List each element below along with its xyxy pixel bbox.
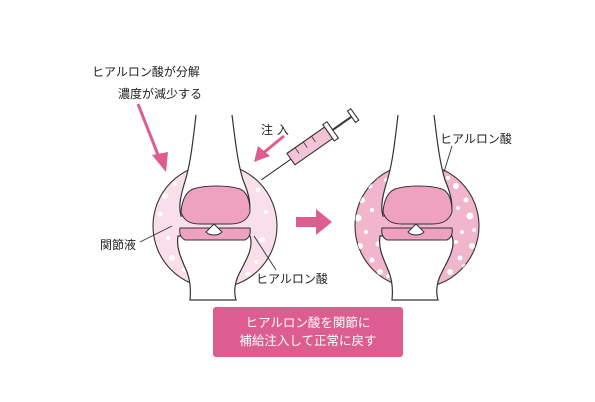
hyaluronic-pointer-right [443, 145, 453, 173]
label-injection: 注 入 [261, 123, 289, 137]
right-cartilage-upper [382, 185, 453, 225]
left-sparse-hyaluronic-dots [157, 182, 268, 277]
label-hyaluronic-right: ヒアルロン酸 [440, 132, 512, 146]
left-cartilage-upper [180, 185, 251, 225]
caption-line1: ヒアルロン酸を関節に [245, 315, 371, 330]
right-tibia-bone [378, 235, 454, 301]
label-decrease-line2: 濃度が減少する [118, 87, 203, 101]
label-joint-fluid: 関節液 [100, 238, 137, 252]
injection-arrow [254, 134, 285, 162]
right-joint-illustration [354, 114, 480, 301]
caption-box: ヒアルロン酸を関節に 補給注入して正常に戻す [213, 307, 403, 357]
left-tibia-bone [176, 235, 252, 301]
label-hyaluronic-bottom: ヒアルロン酸 [256, 272, 328, 286]
right-meniscus [407, 223, 425, 236]
syringe-icon [261, 107, 360, 181]
caption-line2: 補給注入して正常に戻す [239, 333, 377, 348]
transition-arrow [296, 209, 332, 235]
label-decrease-line1: ヒアルロン酸が分解 [92, 65, 200, 79]
decrease-arrow [136, 103, 168, 172]
left-joint-illustration [152, 114, 278, 301]
left-meniscus [205, 223, 223, 236]
hyaluronic-pointer-left [253, 235, 277, 271]
joint-fluid-pointer [139, 225, 173, 243]
